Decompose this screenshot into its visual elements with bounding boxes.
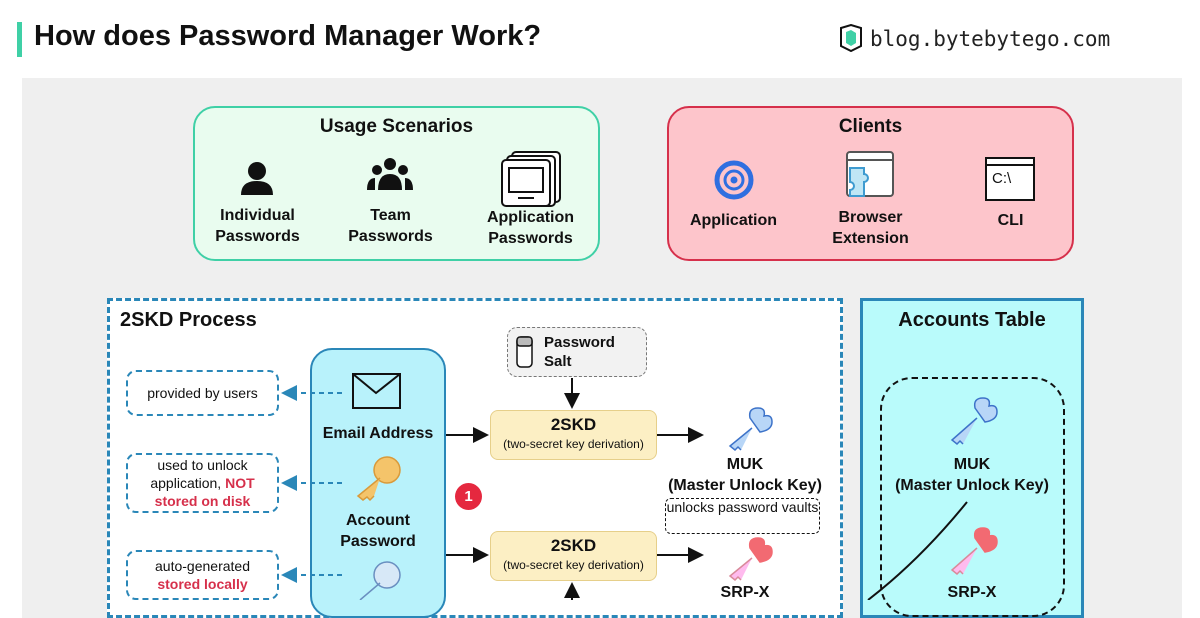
client-icons	[714, 151, 1035, 201]
clients-title: Clients	[838, 116, 903, 137]
app-swirl-icon	[714, 160, 754, 200]
muk-key-icon	[728, 407, 773, 452]
client-cli-label: CLI	[997, 212, 1024, 229]
process-graphics	[281, 336, 998, 600]
client-application-label: Application	[689, 212, 778, 229]
muk-label: MUK(Master Unlock Key)	[668, 456, 822, 494]
accounts-srp-x-label: SRP-X	[947, 584, 997, 601]
usage-title: Usage Scenarios	[319, 116, 474, 137]
2skd-box-srp: 2SKD(two-secret key derivation)	[490, 531, 657, 581]
usage-icons	[241, 151, 561, 207]
blue-key-icon	[359, 561, 401, 600]
unlocks-vaults-note: unlocks password vaults	[665, 498, 820, 534]
step-1-badge: 1	[455, 483, 482, 510]
srp-key-icon	[728, 537, 773, 582]
process-title: 2SKD Process	[120, 309, 257, 331]
accounts-title: Accounts Table	[898, 309, 1046, 331]
2skd-box-muk: 2SKD(two-secret key derivation)	[490, 410, 657, 460]
envelope-icon	[352, 373, 401, 409]
cli-glyph: C:\	[992, 170, 1012, 187]
monitor-stack-icon	[501, 151, 561, 207]
connector-line	[867, 501, 968, 600]
salt-shaker-icon	[516, 336, 533, 368]
page-title: How does Password Manager Work?	[34, 20, 542, 52]
terminal-icon	[985, 157, 1035, 201]
accounts-muk-label: MUK(Master Unlock Key)	[895, 456, 1049, 494]
accounts-table-box: Accounts Table	[860, 298, 1084, 618]
accounts-muk-key-icon	[950, 397, 998, 446]
puzzle-browser-icon	[846, 151, 894, 197]
email-address-label: Email Address	[322, 425, 434, 442]
logo-text: blog.bytebytego.com	[870, 27, 1111, 51]
srp-x-label: SRP-X	[720, 584, 770, 601]
bytebytego-logo-icon	[840, 24, 862, 52]
group-icon	[367, 158, 413, 190]
note-provided-by-users: provided by users	[126, 370, 279, 416]
accounts-srp-key-icon	[950, 527, 998, 576]
title-accent-bar	[17, 22, 22, 57]
gold-key-icon	[356, 456, 401, 502]
person-icon	[241, 162, 273, 195]
